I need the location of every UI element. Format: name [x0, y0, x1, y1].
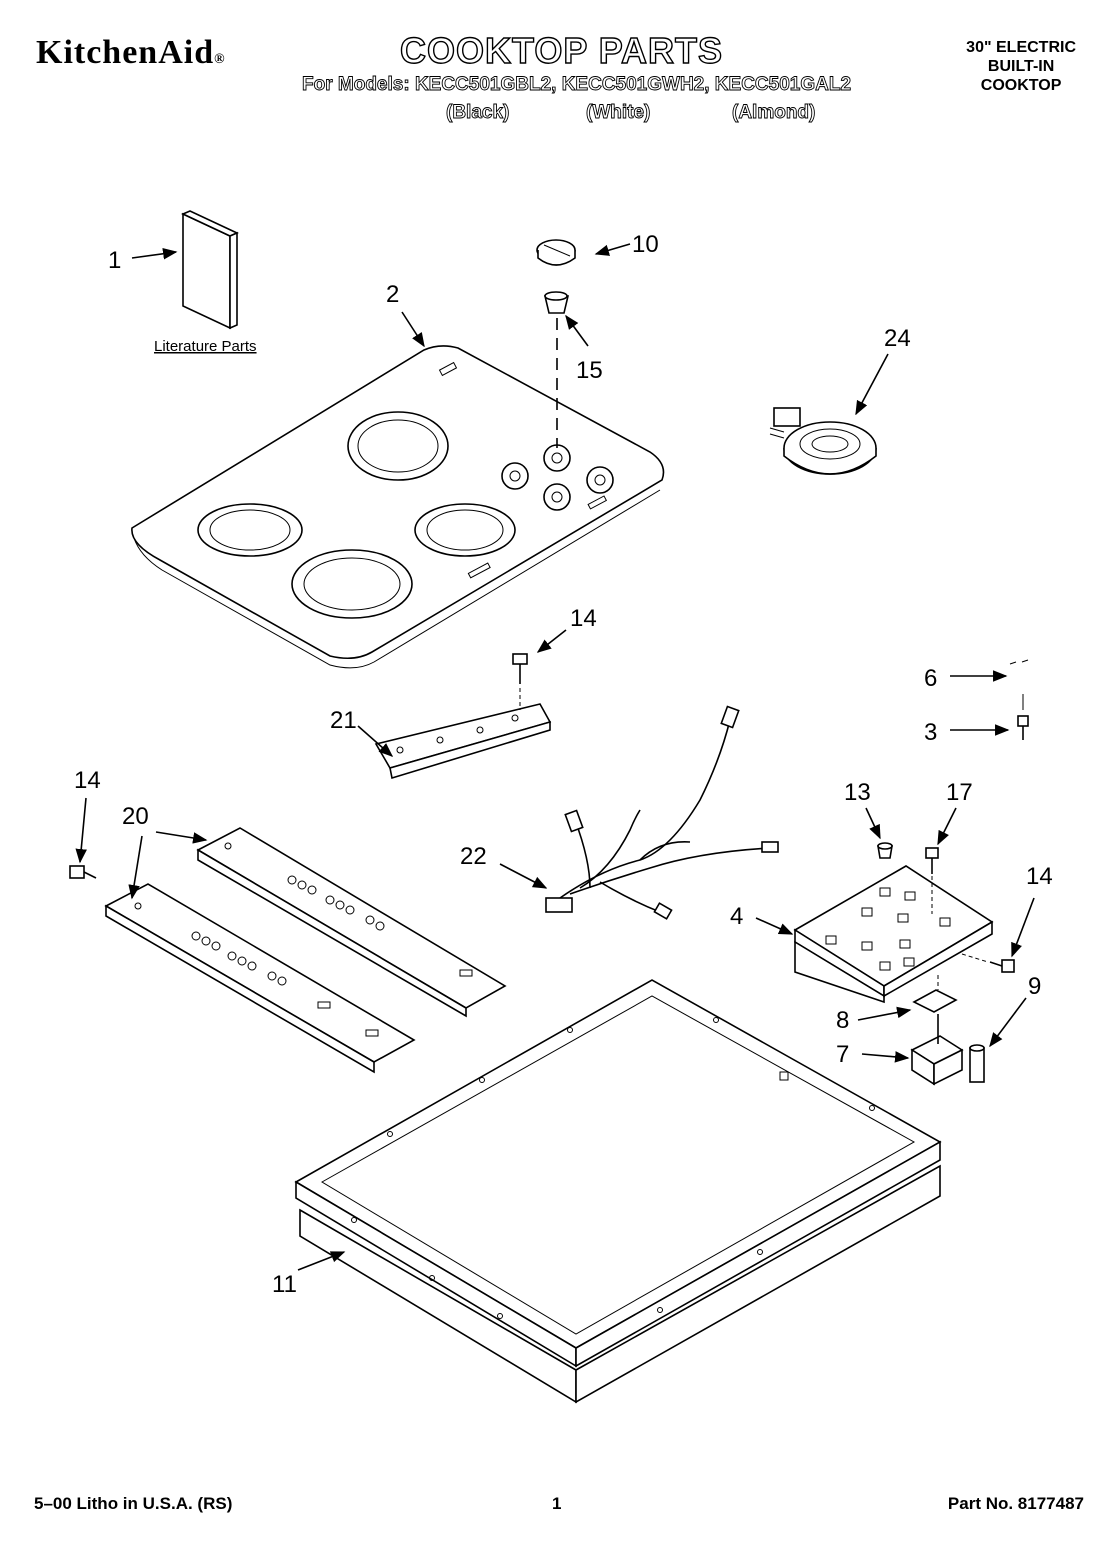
- page-title: COOKTOP PARTS: [399, 29, 724, 71]
- callout-10: 10: [632, 231, 659, 258]
- callout-13: 13: [844, 779, 871, 806]
- control-knob: [536, 239, 576, 266]
- brand-logo: KitchenAid®: [36, 34, 226, 72]
- callout-14: 14: [74, 767, 101, 794]
- callout-11: 11: [272, 1271, 297, 1298]
- model-list: For Models: KECC501GBL2, KECC501GWH2, KE…: [302, 74, 852, 96]
- screw: [925, 847, 939, 874]
- switch-shaft-knob: [969, 1044, 985, 1083]
- callout-14: 14: [1026, 863, 1053, 890]
- callout-9: 9: [1028, 973, 1041, 1000]
- callout-4: 4: [730, 903, 743, 930]
- brand-name: KitchenAid: [36, 34, 215, 71]
- front-bracket: [374, 703, 552, 780]
- switch-bracket: [793, 865, 994, 1004]
- finish-black: (Black): [446, 102, 510, 124]
- product-type-line: 30" ELECTRIC: [966, 39, 1076, 56]
- finish-almond: (Almond): [732, 102, 816, 124]
- product-type-line: BUILT-IN: [987, 58, 1055, 75]
- callout-1: 1: [108, 247, 121, 274]
- product-type-line: COOKTOP: [980, 77, 1062, 94]
- callout-2: 2: [386, 281, 399, 308]
- switch-knob-nut: [877, 842, 893, 859]
- callout-20: 20: [122, 803, 149, 830]
- callout-14: 14: [570, 605, 597, 632]
- knob-spacer: [543, 291, 570, 314]
- page-number: 1: [552, 1494, 562, 1513]
- callout-17: 17: [946, 779, 973, 806]
- callout-labels: 1 2 10 15 24 14 6 3 21 14 20 13 17 22 14…: [74, 231, 1053, 1298]
- front-rail: [104, 883, 416, 1074]
- spring-clip: [1009, 659, 1029, 665]
- small-screw: [1017, 715, 1029, 740]
- finish-white: (White): [586, 102, 651, 124]
- callout-8: 8: [836, 1007, 849, 1034]
- cooktop-box: [294, 979, 942, 1404]
- literature-booklet: [181, 210, 239, 330]
- surface-element: [769, 407, 877, 475]
- leader-arrows: [75, 243, 1035, 1271]
- litho-note: 5–00 Litho in U.S.A. (RS): [34, 1494, 233, 1513]
- callout-22: 22: [460, 843, 487, 870]
- literature-parts-caption: Literature Parts: [154, 338, 257, 355]
- callout-7: 7: [836, 1041, 849, 1068]
- rear-rail: [196, 827, 507, 1018]
- part-number: Part No. 8177487: [947, 1494, 1084, 1513]
- callout-24: 24: [884, 325, 911, 352]
- product-type: 30" ELECTRIC BUILT-IN COOKTOP: [966, 38, 1076, 95]
- callout-6: 6: [924, 665, 937, 692]
- cooktop-glass: [131, 345, 665, 669]
- infinite-switch: [910, 1014, 964, 1086]
- screw: [989, 959, 1015, 973]
- wire-harness: [545, 705, 779, 920]
- callout-15: 15: [576, 357, 603, 384]
- callout-21: 21: [330, 707, 357, 734]
- screw: [512, 653, 528, 684]
- screw: [69, 865, 97, 879]
- mounting-plate: [912, 989, 958, 1013]
- brand-registered-mark: ®: [214, 52, 226, 67]
- callout-3: 3: [924, 719, 937, 746]
